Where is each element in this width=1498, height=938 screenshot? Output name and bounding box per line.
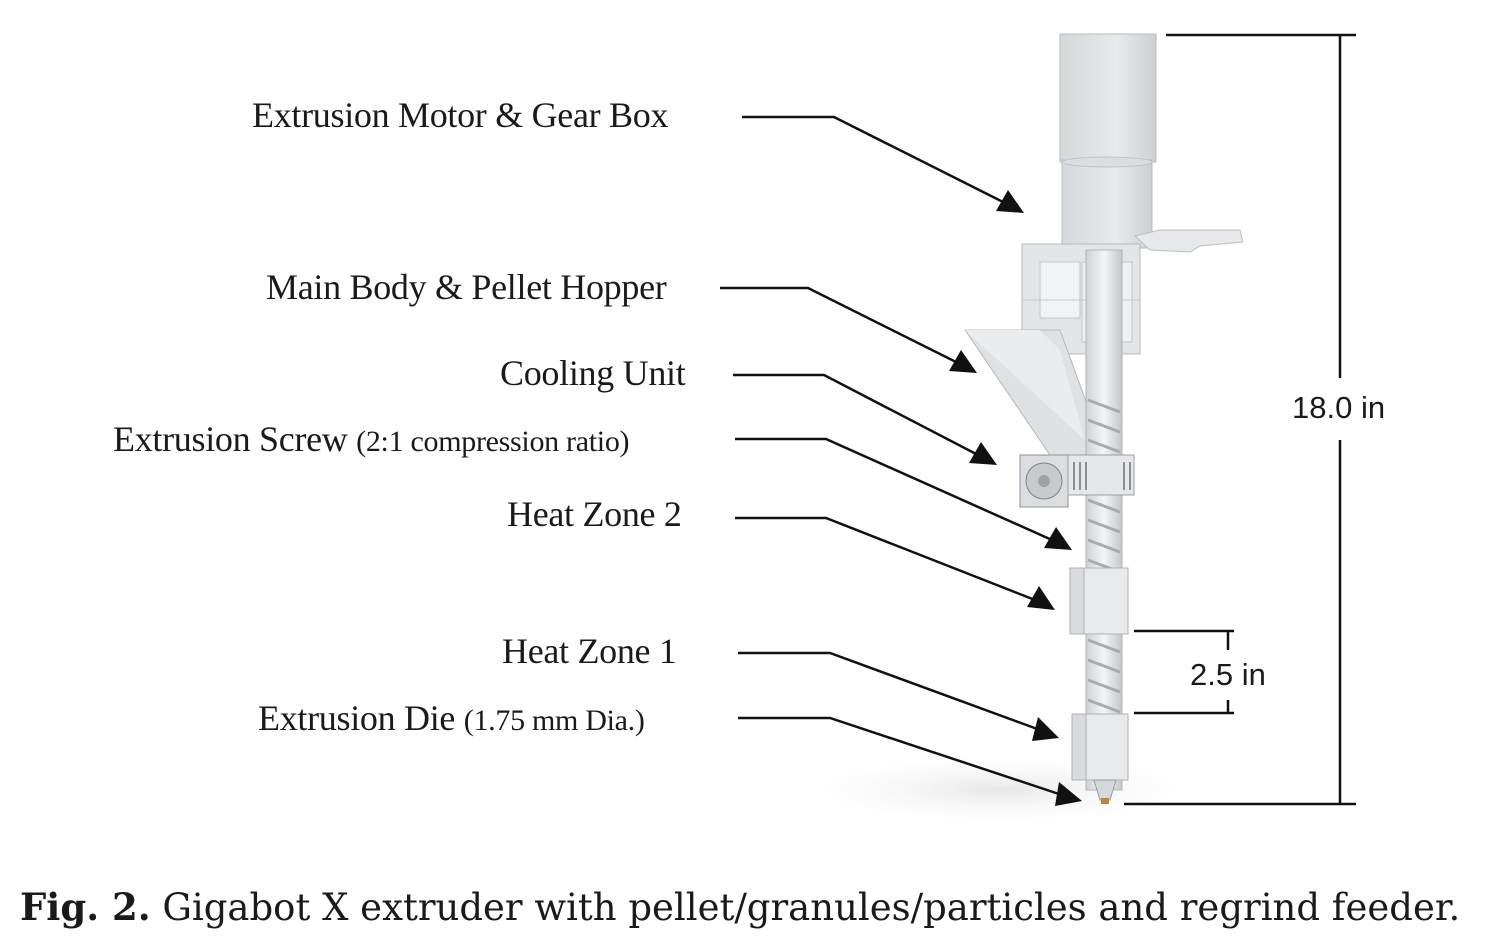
label-heat-zone-1: Heat Zone 1 (502, 631, 677, 671)
pellet-tray (1133, 229, 1244, 253)
overall-dimension (1124, 33, 1356, 806)
label-extrusion-motor: Extrusion Motor & Gear Box (252, 95, 669, 135)
gear-box (1059, 33, 1157, 163)
extruder-figure: Extrusion Motor & Gear Box Main Body & P… (113, 33, 1386, 830)
figure-caption: Fig. 2. Gigabot X extruder with pellet/g… (20, 884, 1460, 931)
label-extrusion-die-note: (1.75 mm Dia.) (463, 704, 645, 737)
label-heat-zone-2: Heat Zone 2 (507, 494, 682, 534)
label-extrusion-die-main: Extrusion Die (258, 698, 456, 738)
dimension-overall-label: 18.0 in (1292, 390, 1386, 425)
label-main-body: Main Body & Pellet Hopper (266, 267, 667, 307)
figure-caption-text: Gigabot X extruder with pellet/granules/… (150, 886, 1461, 929)
label-extrusion-die: Extrusion Die (1.75 mm Dia.) (258, 698, 645, 741)
figure-number: Fig. 2. (20, 885, 151, 929)
label-cooling-unit: Cooling Unit (500, 353, 686, 393)
label-extrusion-screw: Extrusion Screw (2:1 compression ratio) (113, 419, 630, 462)
leader-lines (720, 115, 1063, 797)
floor-shadow (770, 750, 1230, 830)
zone-spacing-dimension (1134, 629, 1234, 715)
dimension-zone-spacing-label: 2.5 in (1190, 657, 1266, 692)
extrusion-die (1093, 779, 1117, 801)
arrowheads (949, 190, 1082, 806)
label-extrusion-screw-note: (2:1 compression ratio) (356, 425, 630, 458)
label-extrusion-screw-main: Extrusion Screw (113, 419, 348, 459)
extruder-drawing (720, 33, 1356, 830)
